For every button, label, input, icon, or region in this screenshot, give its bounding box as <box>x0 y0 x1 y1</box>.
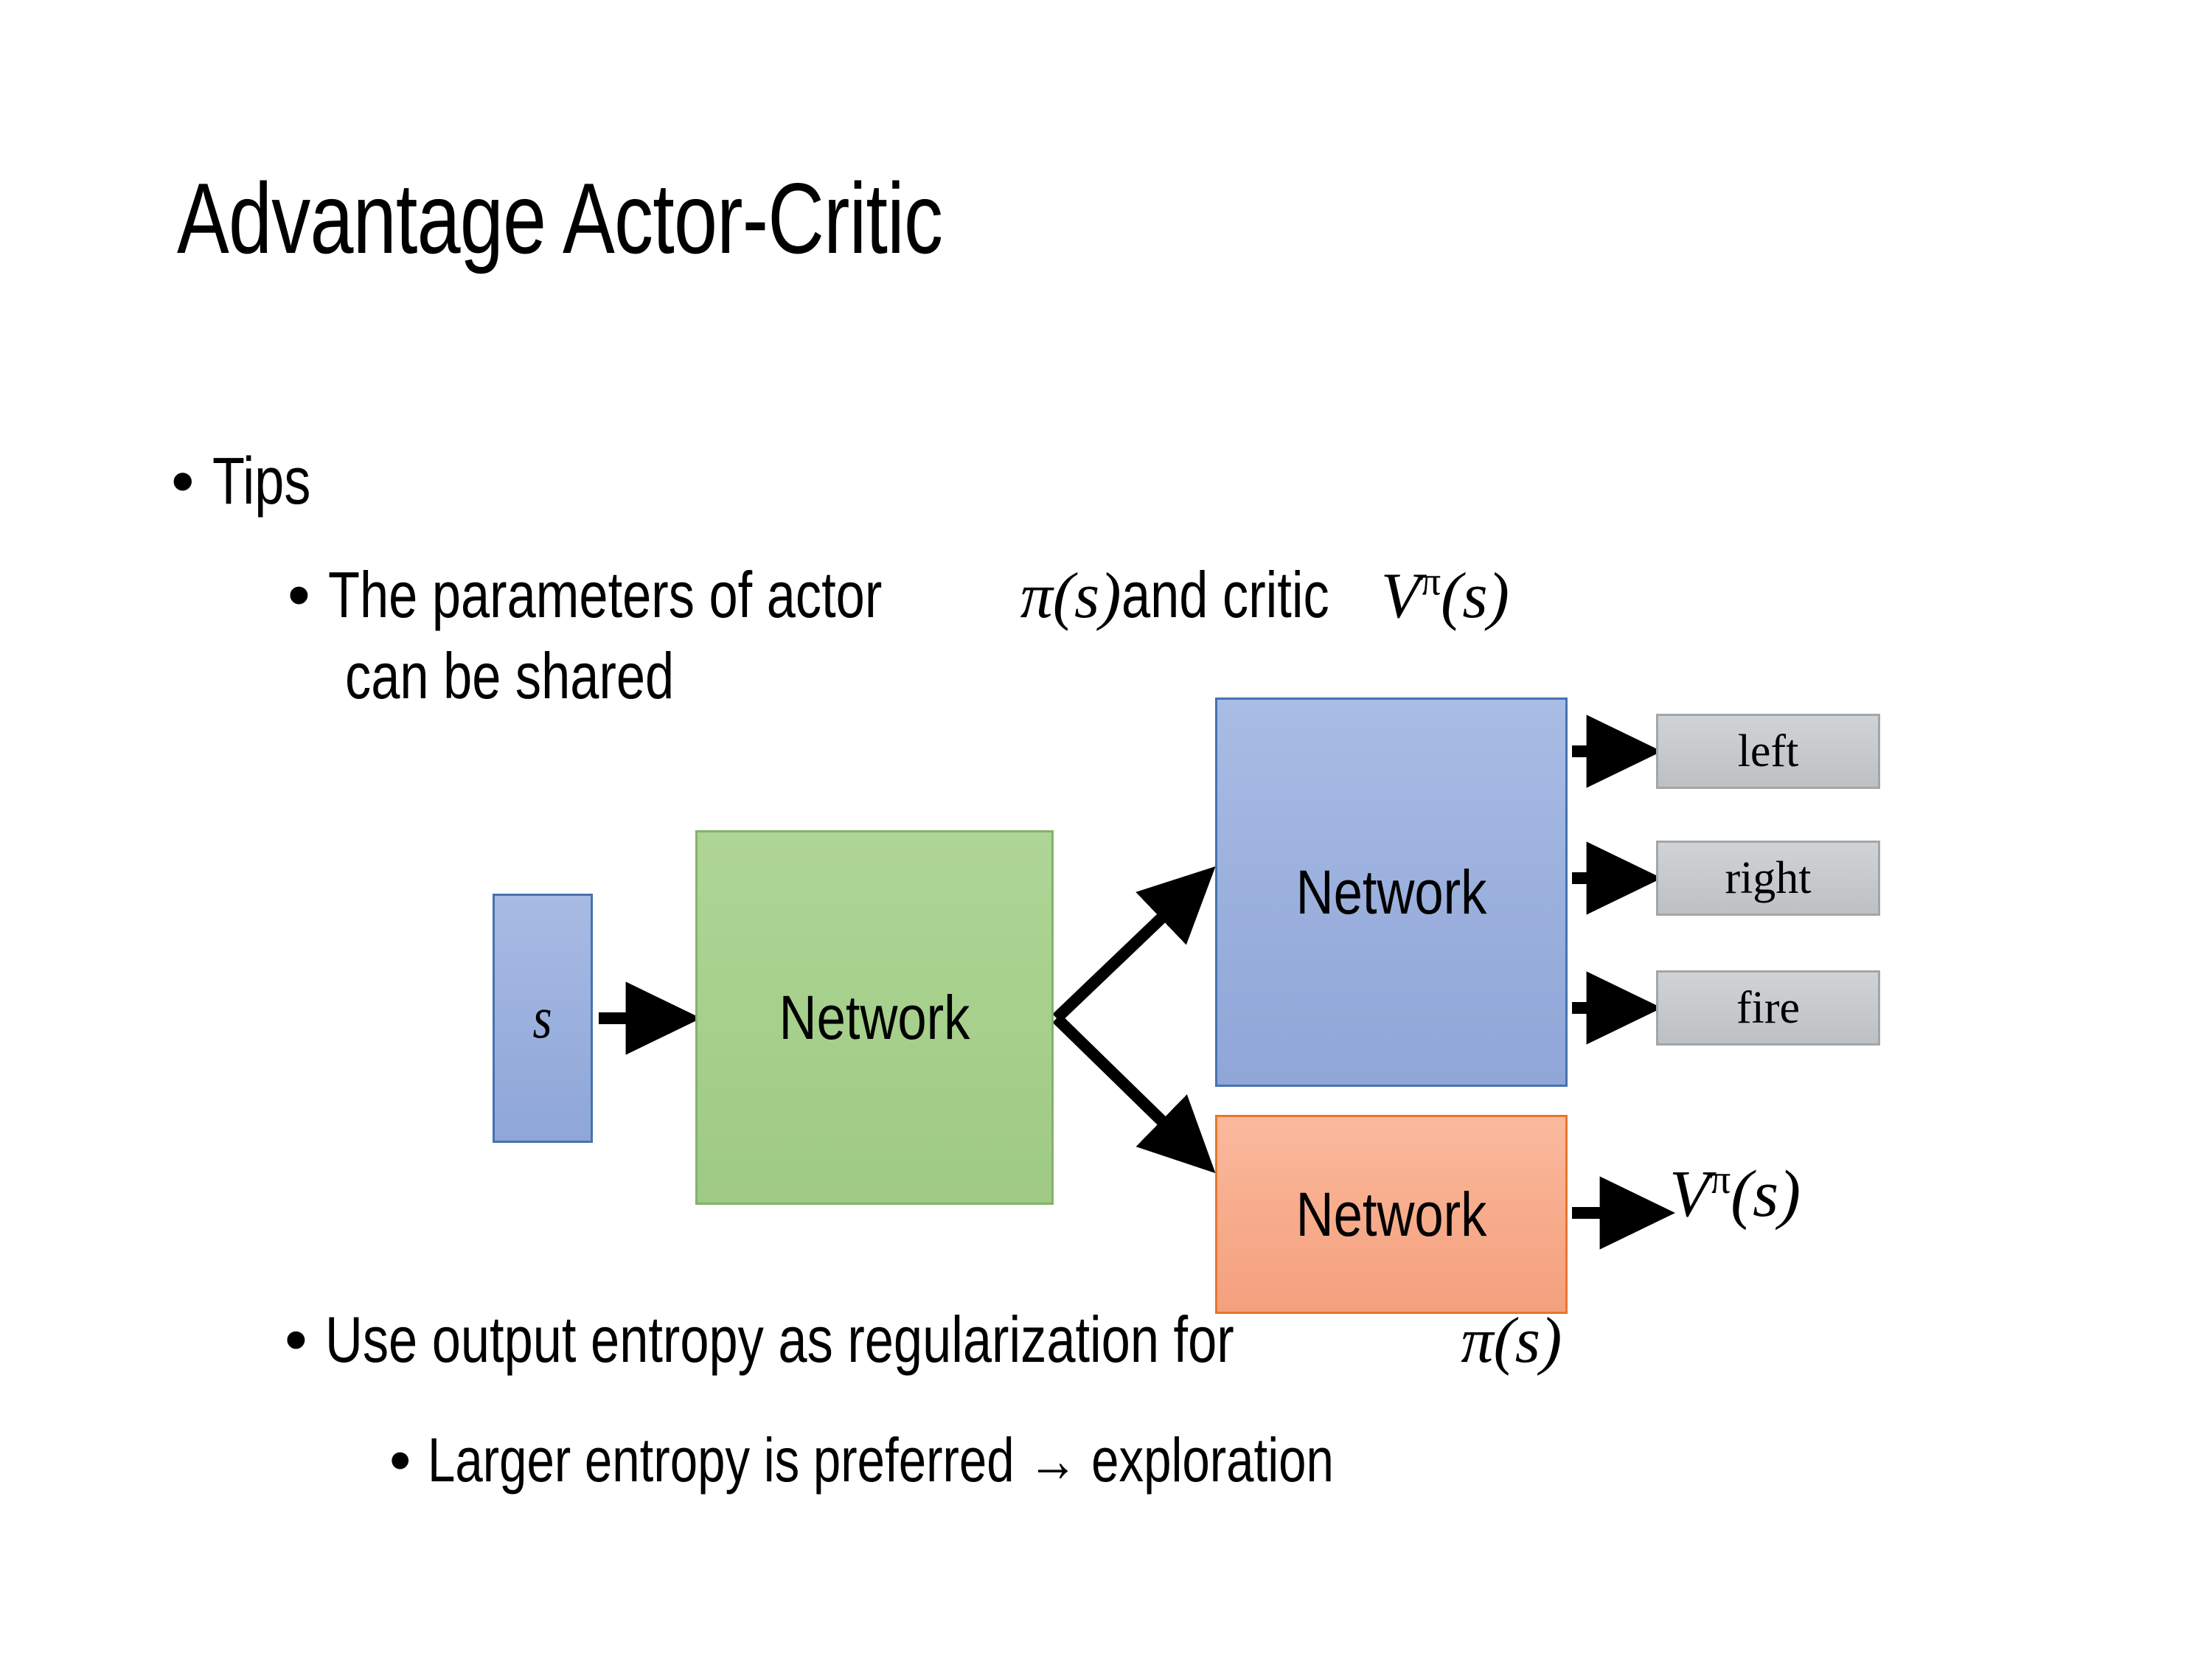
bullet-larger-entropy-label: Larger entropy is preferred → exploratio… <box>428 1425 1334 1495</box>
bullet-marker: • <box>288 558 310 631</box>
actor-network-label: Network <box>1295 857 1487 927</box>
action-box-fire: fire <box>1656 970 1880 1046</box>
bullet-parameters-text-before: The parameters of actor <box>327 558 882 631</box>
action-label-fire: fire <box>1736 982 1801 1033</box>
actor-network-box: Network <box>1215 698 1568 1087</box>
arrow-shared-to-critic <box>1052 1014 1216 1174</box>
math-v-pi-of-s: Vπ(s) <box>1381 560 1509 632</box>
arrow-shared-to-actor <box>1052 866 1216 1023</box>
bullet-tips: •Tips <box>171 448 335 516</box>
action-box-right: right <box>1656 841 1880 916</box>
bullet-output-entropy-text: Use output entropy as regularization for <box>324 1303 1234 1376</box>
bullet-tips-label: Tips <box>212 445 311 518</box>
bullet-parameters-text-between: and critic <box>1121 558 1329 631</box>
state-input-box: s <box>493 894 593 1143</box>
critic-network-label: Network <box>1295 1179 1487 1249</box>
bullet-marker: • <box>171 445 195 518</box>
math-v-superscript: π <box>1420 558 1441 604</box>
math-v-symbol: V <box>1380 560 1421 632</box>
bullet-larger-entropy: •Larger entropy is preferred → explorati… <box>389 1425 1560 1495</box>
value-output-argument: (s) <box>1731 1158 1801 1231</box>
math-pi-of-s: π(s) <box>1020 560 1121 632</box>
action-box-left: left <box>1656 714 1880 789</box>
bullet-parameters-continuation: can be shared <box>345 643 757 709</box>
value-output-label: Vπ(s) <box>1669 1156 1801 1232</box>
action-label-right: right <box>1725 852 1812 903</box>
bullet-parameters-shared: •The parameters of actor π(s) and critic… <box>288 558 1509 632</box>
math-v-argument: (s) <box>1441 560 1509 632</box>
bullet-output-entropy: •Use output entropy as regularization fo… <box>285 1307 1562 1374</box>
critic-network-box: Network <box>1215 1115 1568 1314</box>
bullet-marker: • <box>285 1303 307 1376</box>
shared-network-box: Network <box>695 830 1054 1205</box>
bullet-parameters-continuation-label: can be shared <box>345 639 675 712</box>
shared-network-label: Network <box>779 982 970 1052</box>
bullet-marker: • <box>389 1425 411 1495</box>
value-output-symbol: V <box>1669 1158 1710 1231</box>
state-input-label: s <box>532 985 553 1051</box>
math-pi-of-s: π(s) <box>1461 1305 1562 1377</box>
value-output-superscript: π <box>1709 1157 1731 1203</box>
page-title: Advantage Actor-Critic <box>177 162 943 274</box>
action-label-left: left <box>1737 726 1799 776</box>
